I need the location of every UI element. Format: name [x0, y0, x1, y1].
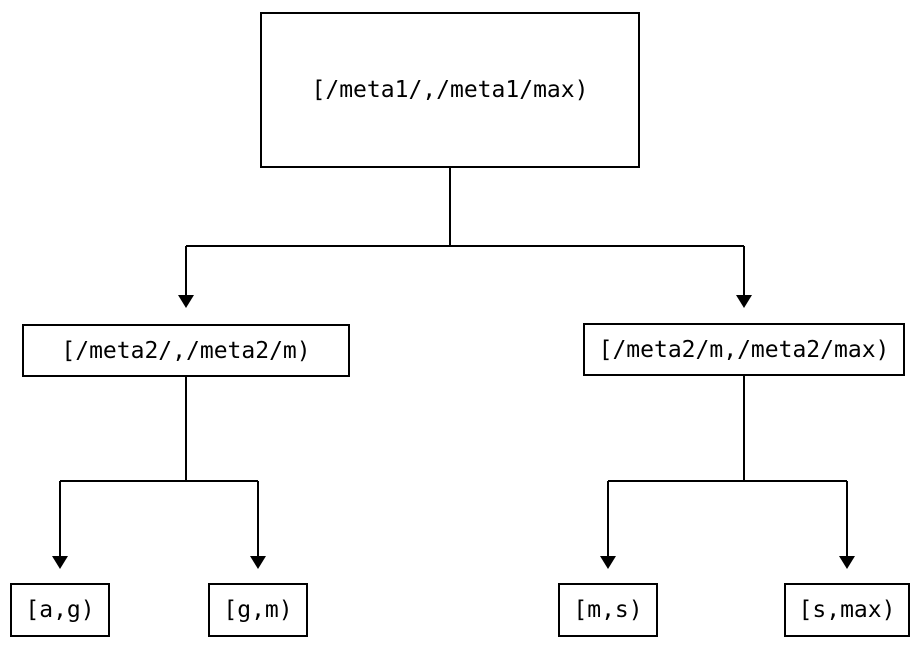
tree-node-left-child-label: [/meta2/,/meta2/m): [61, 337, 311, 364]
arrowhead-left-child: [178, 295, 194, 308]
arrowhead-leaf-a-g: [52, 556, 68, 569]
tree-node-leaf-m-s-label: [m,s): [573, 597, 643, 623]
tree-node-leaf-a-g-label: [a,g): [25, 597, 95, 623]
tree-node-leaf-g-m: [g,m): [208, 583, 308, 637]
tree-node-leaf-g-m-label: [g,m): [223, 597, 293, 623]
tree-node-right-child: [/meta2/m,/meta2/max): [583, 323, 905, 376]
tree-node-right-child-label: [/meta2/m,/meta2/max): [598, 336, 890, 363]
arrowhead-right-child: [736, 295, 752, 308]
arrowhead-leaf-s-max: [839, 556, 855, 569]
tree-node-left-child: [/meta2/,/meta2/m): [22, 324, 350, 377]
tree-node-leaf-a-g: [a,g): [10, 583, 110, 637]
arrowhead-leaf-m-s: [600, 556, 616, 569]
tree-node-leaf-m-s: [m,s): [558, 583, 658, 637]
tree-node-root-label: [/meta1/,/meta1/max): [311, 77, 589, 103]
tree-node-root: [/meta1/,/meta1/max): [260, 12, 640, 168]
tree-node-leaf-s-max: [s,max): [784, 583, 910, 637]
tree-node-leaf-s-max-label: [s,max): [798, 597, 896, 623]
arrowhead-leaf-g-m: [250, 556, 266, 569]
